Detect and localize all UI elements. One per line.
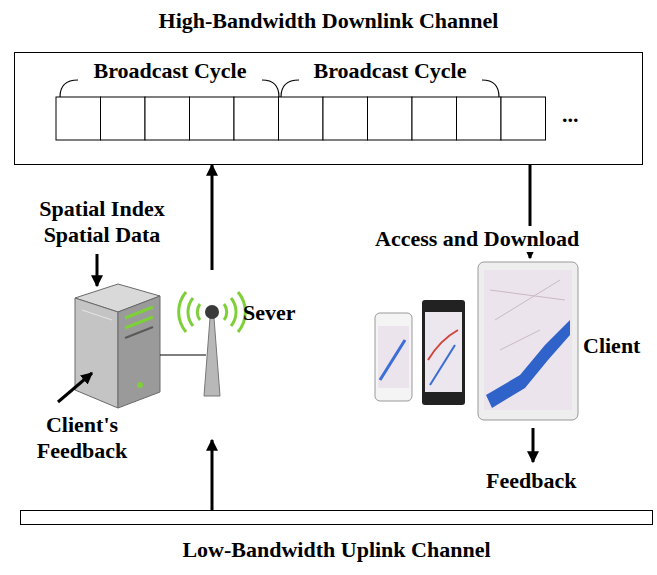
cable xyxy=(160,355,206,356)
flow-arrow xyxy=(211,165,214,270)
server-computer xyxy=(75,284,160,408)
client-devices xyxy=(375,262,578,420)
client: Client xyxy=(370,258,652,423)
node-text: High-Bandwidth Downlink Channel xyxy=(15,8,642,34)
edge-label: Access and Download xyxy=(372,226,582,252)
input-label: Spatial Index Spatial Data xyxy=(18,196,186,248)
cycle-label: Broadcast Cycle xyxy=(305,58,475,84)
uplink-channel: Low-Bandwidth Uplink Channel xyxy=(20,510,653,525)
feedback-label: Feedback xyxy=(486,468,576,494)
node-text: Sever xyxy=(243,300,296,326)
feedback-label: Client's Feedback xyxy=(22,412,142,464)
flow-arrow xyxy=(211,440,214,510)
broadcast-cells xyxy=(56,97,546,140)
antenna xyxy=(179,292,246,396)
node-text: Low-Bandwidth Uplink Channel xyxy=(21,537,652,563)
ellipsis: ... xyxy=(562,102,579,128)
cycle-label: Broadcast Cycle xyxy=(85,58,255,84)
node-text: Client xyxy=(583,333,640,359)
feed-arrow xyxy=(58,254,533,462)
